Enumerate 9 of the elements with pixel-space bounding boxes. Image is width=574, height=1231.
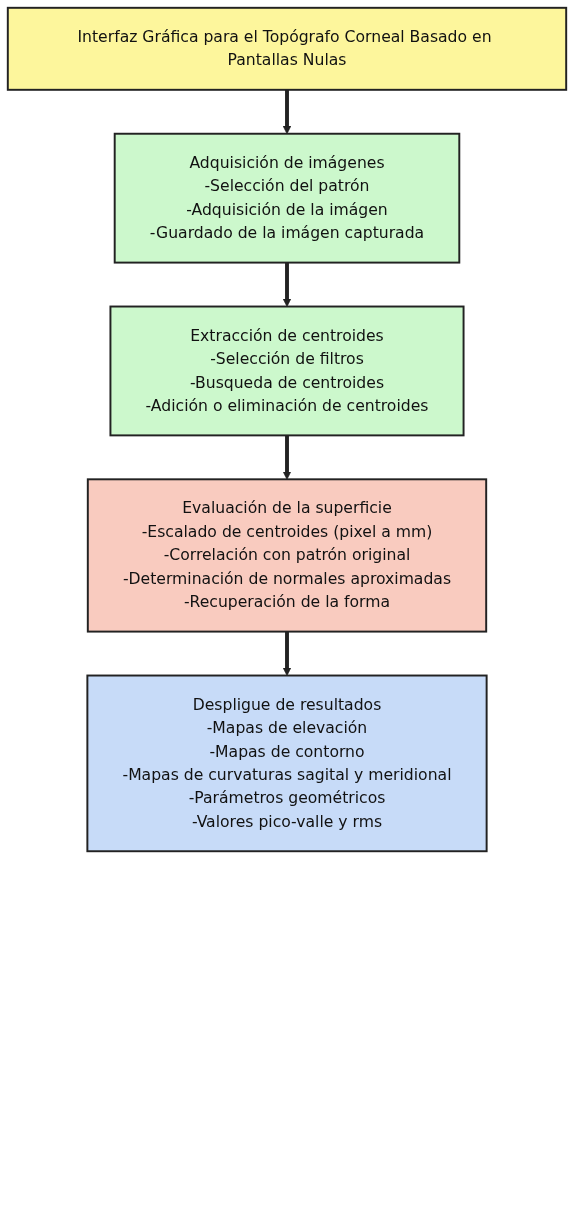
arrow	[282, 89, 292, 135]
node-box: Despligue de resultados -Mapas de elevación -Mapas de contorno -Mapas de curvaturas sagital y meridional -Parámetros geométricos -Valores pico-valle y rms	[86, 674, 488, 853]
node-box: Evaluación de la superficie -Escalado de centroides (pixel a mm) -Correlación con patrón original -Determinación de normales aproximadas -Recuperación de la forma	[86, 478, 488, 633]
arrow	[282, 262, 292, 307]
arrow	[282, 435, 292, 480]
node-box: Adquisición de imágenes -Selección del patrón -Adquisición de la imágen -Guardado de la imágen capturada	[113, 132, 461, 264]
node-box: Interfaz Gráfica para el Topógrafo Corneal Basado en Pantallas Nulas	[6, 6, 568, 91]
node-box: Extracción de centroides -Selección de filtros -Busqueda de centroides -Adición o eliminación de centroides	[109, 305, 465, 437]
arrow	[282, 631, 292, 676]
